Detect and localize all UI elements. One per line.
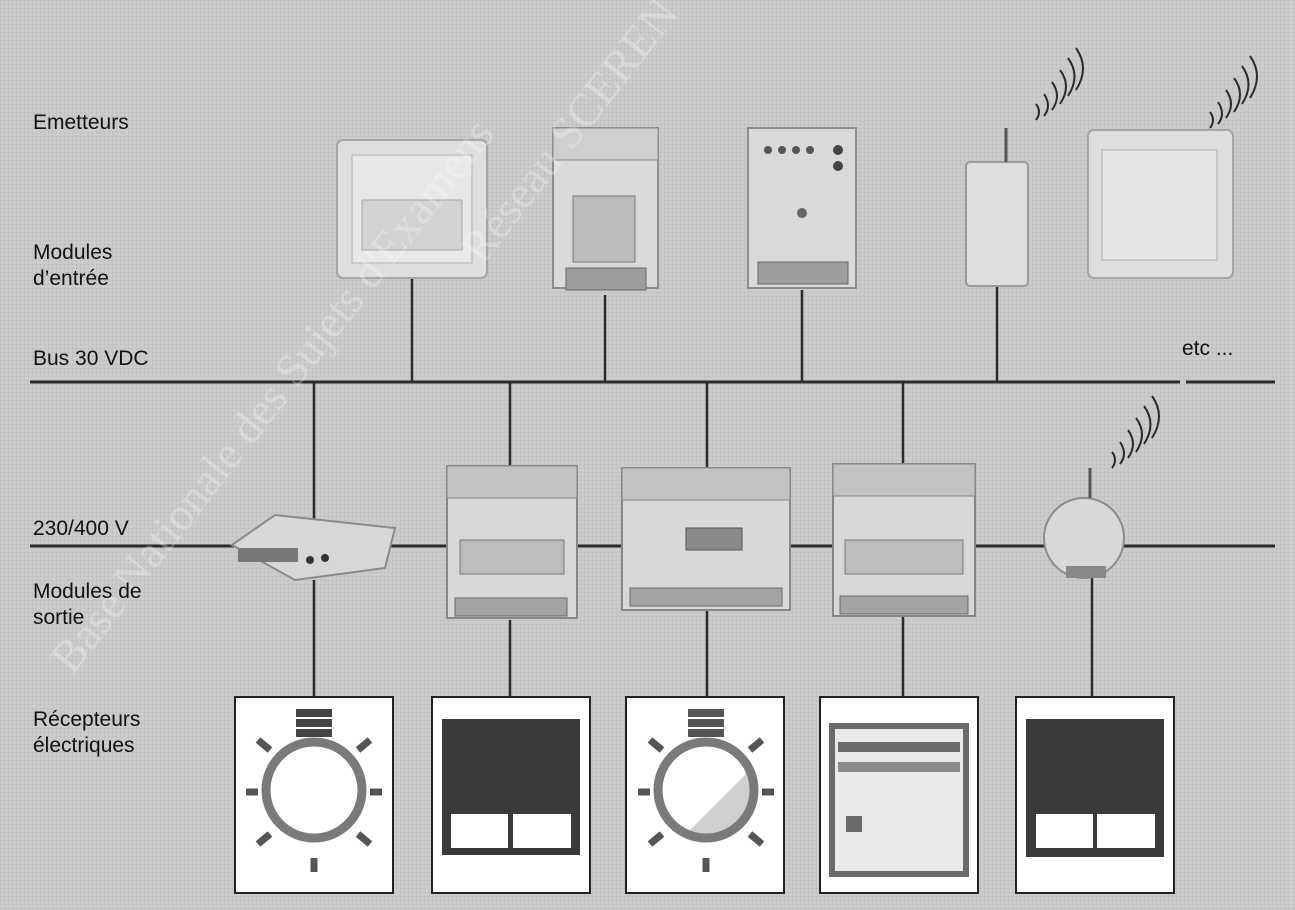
output-device-relay-module-2 [833,464,975,616]
label-bus: Bus 30 VDC [33,346,149,371]
receiver-shutter-icon [1016,697,1174,893]
label-modules-entree-1: Modules [33,240,112,265]
label-modules-sortie-2: sortie [33,605,84,630]
label-modules-entree-2: d’entrée [33,266,109,291]
output-device-dimmer-module [622,468,790,610]
receiver-lamp-icon [235,697,393,893]
receiver-shutter-icon [432,697,590,893]
label-modules-sortie-1: Modules de [33,579,142,604]
input-device-wall-switch-1 [337,140,487,278]
label-emetteurs: Emetteurs [33,110,129,135]
label-etc: etc ... [1182,336,1233,361]
output-device-relay-module-1 [447,466,577,618]
label-power: 230/400 V [33,516,129,541]
receiver-dimmable-lamp-icon [620,697,800,900]
input-device-wall-switch-2 [1088,130,1233,278]
input-device-din-module-1 [553,128,658,290]
label-recepteurs-1: Récepteurs [33,707,140,732]
input-device-din-module-2 [748,128,856,288]
receiver-heater-icon [820,697,978,893]
label-recepteurs-2: électriques [33,733,135,758]
